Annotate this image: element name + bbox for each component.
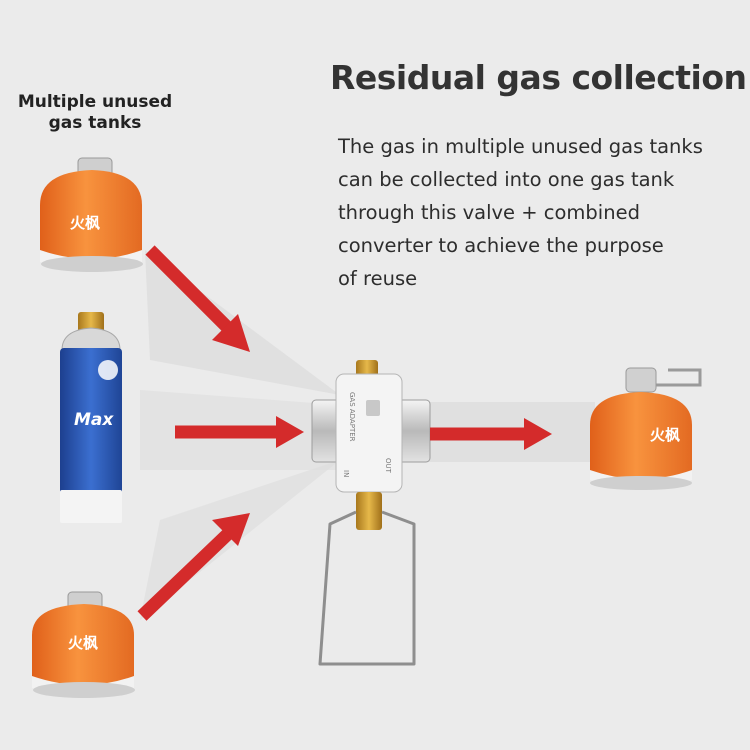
arrow-top-to-adapter: [145, 245, 250, 352]
arrow-adapter-to-canister: [430, 418, 552, 450]
gas-adapter-valve: [311, 360, 431, 530]
adapter-out-label: OUT: [384, 458, 392, 474]
gas-canister-right: [590, 367, 702, 490]
blue-can-brand: Max: [74, 410, 114, 430]
adapter-in-label: IN: [342, 470, 350, 477]
gas-canister-bottom-left: [32, 591, 135, 698]
page-title: Residual gas collection: [330, 58, 747, 97]
canister-brand-right: 火枫: [650, 426, 680, 444]
arrow-bottom-to-adapter: [137, 513, 250, 621]
wire-handle: [318, 510, 416, 666]
canister-brand-bottom-left: 火枫: [68, 634, 98, 652]
left-caption: Multiple unused gas tanks: [17, 92, 173, 133]
gas-canister-blue: [60, 312, 122, 523]
canister-brand-top-left: 火枫: [70, 214, 100, 232]
description-text: The gas in multiple unused gas tanks can…: [338, 135, 703, 290]
adapter-engraving: GAS ADAPTER: [348, 392, 356, 442]
gas-canister-top-left: [40, 157, 143, 272]
arrow-middle-to-adapter: [175, 416, 304, 448]
